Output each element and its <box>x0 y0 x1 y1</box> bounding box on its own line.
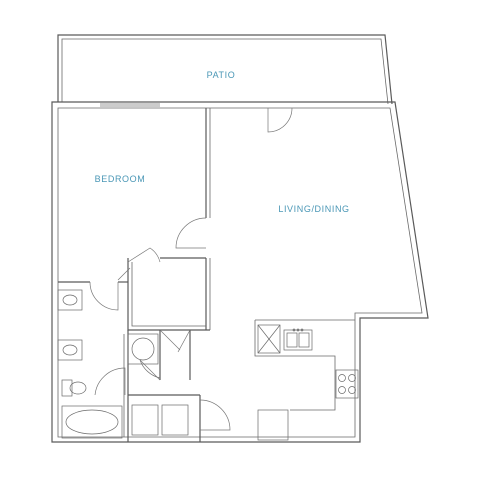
sink-icon <box>57 339 83 361</box>
washer-icon <box>127 333 159 365</box>
bathtub-icon <box>61 405 123 439</box>
doors <box>89 107 293 431</box>
refrigerator-icon <box>257 409 289 441</box>
sliding-door-bedroom <box>100 103 160 107</box>
room-label-living-dining: LIVING/DINING <box>278 204 349 214</box>
door-bathroom <box>89 281 119 311</box>
door-entry-closet <box>267 107 293 133</box>
dryer-icon <box>161 404 189 436</box>
laundry-fixtures <box>127 333 189 436</box>
stove-icon <box>335 369 359 399</box>
sink-icon <box>57 289 83 311</box>
dishwasher-icon <box>257 324 281 354</box>
door-bedroom <box>175 217 207 249</box>
bathroom-fixtures <box>57 289 123 439</box>
kitchen <box>254 319 359 441</box>
kitchen-sink-icon <box>283 329 313 351</box>
patio: PATIO <box>57 34 393 105</box>
door-closet-1 <box>127 247 161 263</box>
door-hall <box>94 367 126 396</box>
washer-icon <box>131 404 159 436</box>
door-laundry-b <box>159 329 191 353</box>
interior-walls <box>58 108 211 442</box>
room-label-bedroom: BEDROOM <box>95 174 146 184</box>
door-laundry-a <box>139 359 161 381</box>
door-closet-1-leaf <box>117 267 131 281</box>
room-label-patio: PATIO <box>207 70 236 80</box>
toilet-icon <box>61 379 73 397</box>
door-front <box>199 399 231 431</box>
outer-walls <box>51 101 429 443</box>
